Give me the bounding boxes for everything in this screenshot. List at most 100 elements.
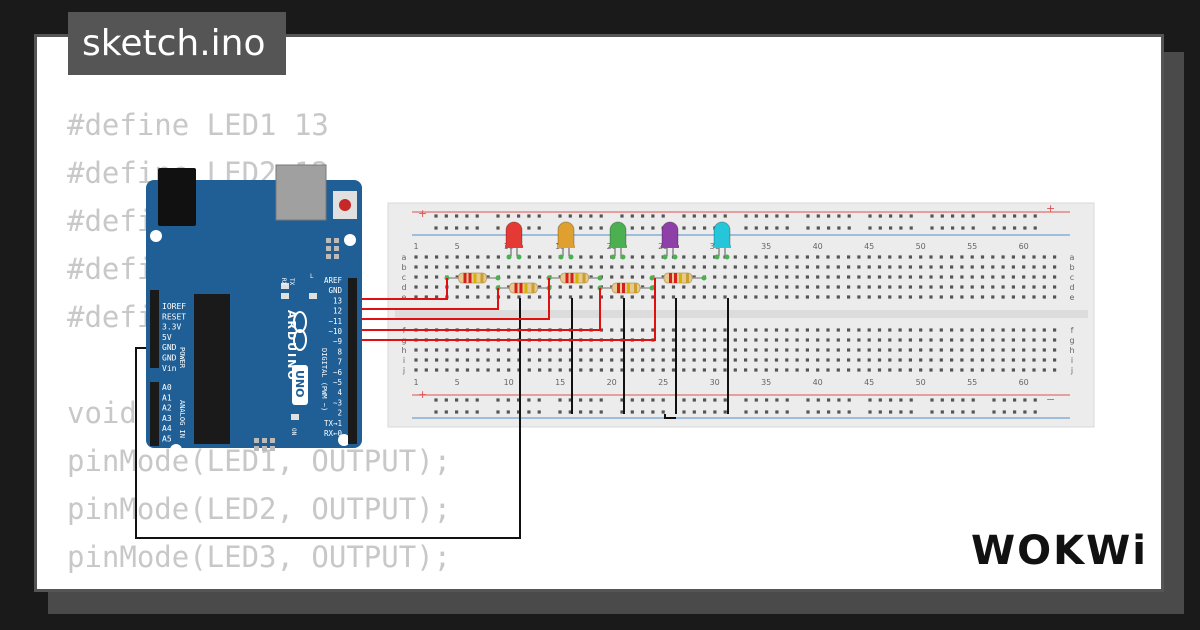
breadboard-hole <box>641 295 645 299</box>
rail-hole <box>899 214 903 218</box>
breadboard-hole <box>744 285 748 289</box>
rail-hole <box>455 410 459 414</box>
breadboard-hole <box>476 285 480 289</box>
breadboard-hole <box>1001 295 1005 299</box>
breadboard-hole <box>908 255 912 259</box>
breadboard-hole <box>754 285 758 289</box>
breadboard-hole <box>630 265 634 269</box>
rail-hole <box>661 398 665 402</box>
column-number: 10 <box>504 378 514 387</box>
breadboard-hole <box>538 255 542 259</box>
breadboard-hole <box>1042 368 1046 372</box>
breadboard-hole <box>579 285 583 289</box>
breadboard-hole <box>579 368 583 372</box>
breadboard-hole <box>1032 265 1036 269</box>
breadboard-hole <box>1011 358 1015 362</box>
resistor-band <box>473 273 477 283</box>
resistor-band <box>627 283 630 293</box>
breadboard-hole <box>702 328 706 332</box>
rail-hole <box>816 214 820 218</box>
code-line: #define LED1 13 <box>67 108 329 142</box>
breadboard-hole <box>692 338 696 342</box>
breadboard-hole <box>651 368 655 372</box>
column-number: 20 <box>607 378 617 387</box>
breadboard-hole <box>908 368 912 372</box>
rail-hole <box>455 226 459 230</box>
breadboard-hole <box>630 328 634 332</box>
breadboard-hole <box>836 358 840 362</box>
breadboard-hole <box>1001 255 1005 259</box>
breadboard-hole <box>1011 255 1015 259</box>
breadboard-hole <box>1011 265 1015 269</box>
breadboard-hole <box>486 368 490 372</box>
breadboard-hole <box>671 348 676 352</box>
pin-label: 2 <box>337 409 342 418</box>
breadboard-hole <box>455 368 459 372</box>
breadboard-hole <box>682 295 686 299</box>
breadboard-hole <box>991 255 995 259</box>
breadboard-hole <box>950 348 954 352</box>
breadboard-hole <box>774 255 779 259</box>
rail-hole <box>599 226 603 230</box>
breadboard-hole <box>1042 255 1046 259</box>
resistor-band <box>686 273 689 283</box>
breadboard-hole <box>1022 358 1026 362</box>
usb-port <box>275 164 327 221</box>
breadboard-hole <box>589 348 593 352</box>
breadboard-hole <box>970 265 974 269</box>
power-title: POWER <box>178 347 186 369</box>
breadboard-hole <box>1001 265 1005 269</box>
breadboard-hole <box>805 295 809 299</box>
rail-hole <box>434 214 438 218</box>
signal-wire <box>352 288 601 331</box>
led <box>557 221 575 247</box>
breadboard-hole <box>713 338 717 342</box>
breadboard-hole <box>414 275 418 279</box>
breadboard-hole <box>744 368 748 372</box>
breadboard-hole <box>455 358 459 362</box>
column-number: 5 <box>455 242 460 251</box>
breadboard-hole <box>1032 328 1036 332</box>
rail-hole <box>579 226 583 230</box>
column-number: 5 <box>455 378 460 387</box>
breadboard-hole <box>847 255 851 259</box>
rail-hole <box>827 398 831 402</box>
breadboard-hole <box>1042 358 1046 362</box>
breadboard-hole <box>939 255 943 259</box>
breadboard-hole <box>785 295 789 299</box>
rail-hole <box>992 226 996 230</box>
column-number: 45 <box>864 378 874 387</box>
breadboard-hole <box>589 285 593 289</box>
breadboard-hole <box>980 285 985 289</box>
breadboard-hole <box>795 275 799 279</box>
pin-label: A2 <box>162 404 172 413</box>
breadboard-hole <box>908 275 912 279</box>
breadboard-hole <box>507 275 511 279</box>
breadboard-hole <box>754 338 758 342</box>
breadboard-hole <box>805 265 809 269</box>
breadboard-hole <box>692 295 696 299</box>
breadboard-hole <box>960 295 964 299</box>
breadboard-hole <box>641 275 645 279</box>
breadboard-hole <box>713 328 717 332</box>
breadboard-hole <box>898 255 902 259</box>
breadboard-hole <box>929 338 933 342</box>
breadboard-hole <box>1042 348 1046 352</box>
breadboard-hole <box>610 265 614 269</box>
breadboard-hole <box>548 358 552 362</box>
pin-dot <box>649 285 655 291</box>
sketch-title[interactable]: sketch.ino <box>68 12 286 75</box>
rail-hole <box>465 214 469 218</box>
rail-hole <box>951 214 955 218</box>
breadboard-hole <box>970 275 974 279</box>
pin-label: A0 <box>162 383 172 392</box>
breadboard-hole <box>764 265 768 269</box>
breadboard-hole <box>630 348 634 352</box>
breadboard-hole <box>991 295 995 299</box>
rail-hole <box>1033 410 1037 414</box>
breadboard-hole <box>661 338 665 342</box>
breadboard-hole <box>465 285 470 289</box>
pin-label: Vin <box>162 364 177 373</box>
breadboard-hole <box>785 255 789 259</box>
